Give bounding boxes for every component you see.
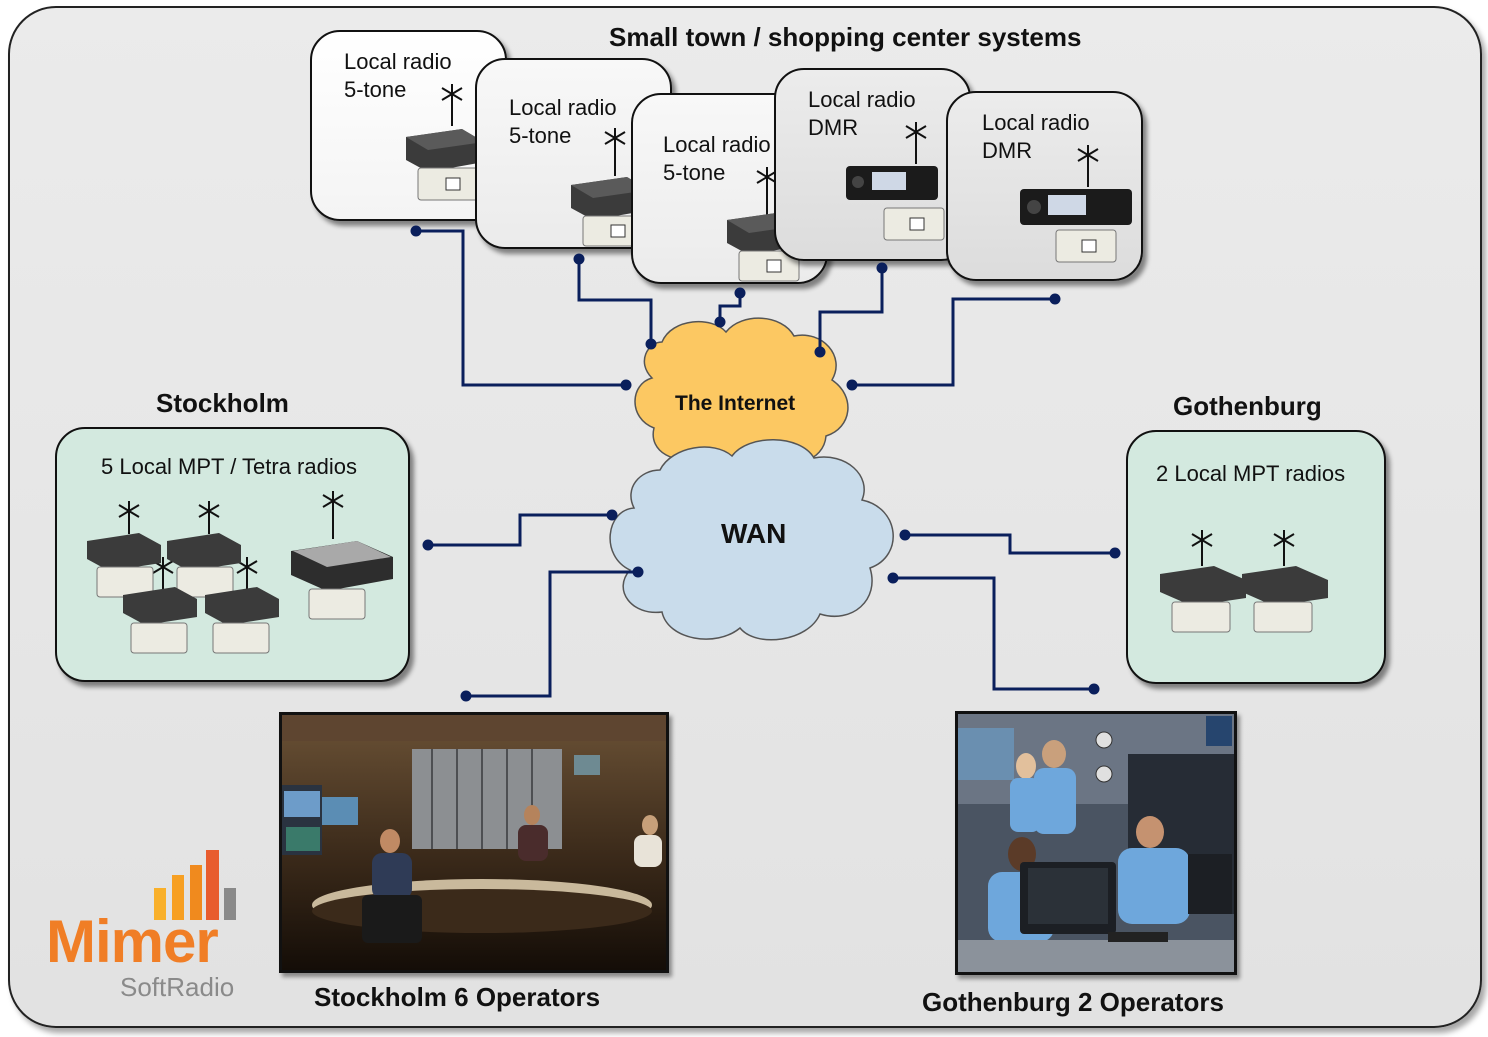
- stockholm-operators-photo: [279, 712, 669, 973]
- logo-name: Mimer: [46, 908, 219, 975]
- control-room-photo: [958, 714, 1234, 972]
- link-radio-4: [818, 268, 884, 352]
- gothenburg-title: Gothenburg: [1173, 391, 1322, 421]
- stockholm-operators-label: Stockholm 6 Operators: [314, 982, 601, 1012]
- link-radio-1: [416, 229, 626, 387]
- stockholm-box-label: 5 Local MPT / Tetra radios: [101, 454, 357, 479]
- link-radio-3: [718, 293, 742, 322]
- control-room-photo: [282, 715, 666, 970]
- gothenburg-operators-photo: [955, 711, 1237, 975]
- dmr-radio-icon: [1020, 145, 1132, 263]
- logo-subtitle: SoftRadio: [120, 972, 235, 1002]
- gothenburg-box: 2 Local MPT radios: [1126, 430, 1386, 684]
- link-stockholm: [428, 513, 612, 547]
- gothenburg-box-label: 2 Local MPT radios: [1156, 461, 1346, 486]
- dmr-radio-icon: [846, 122, 945, 241]
- link-radio-5: [852, 297, 1055, 387]
- wan-label: WAN: [721, 518, 787, 549]
- link-gothenburg: [905, 533, 1115, 555]
- link-radio-2: [577, 259, 653, 344]
- stockholm-title: Stockholm: [156, 388, 289, 418]
- mpt-radio-group-icon: [87, 491, 393, 654]
- mpt-radio-group-icon: [1160, 530, 1328, 633]
- internet-label: The Internet: [675, 392, 796, 415]
- link-stockholm-operators: [466, 570, 638, 698]
- 5-tone-radio-icon: [571, 128, 649, 247]
- diagram-title: Small town / shopping center systems: [609, 22, 1082, 52]
- link-gothenburg-operators: [893, 576, 1094, 691]
- stockholm-box: 5 Local MPT / Tetra radios: [55, 427, 410, 682]
- 5-tone-radio-icon: [406, 84, 484, 201]
- gothenburg-operators-label: Gothenburg 2 Operators: [922, 987, 1224, 1017]
